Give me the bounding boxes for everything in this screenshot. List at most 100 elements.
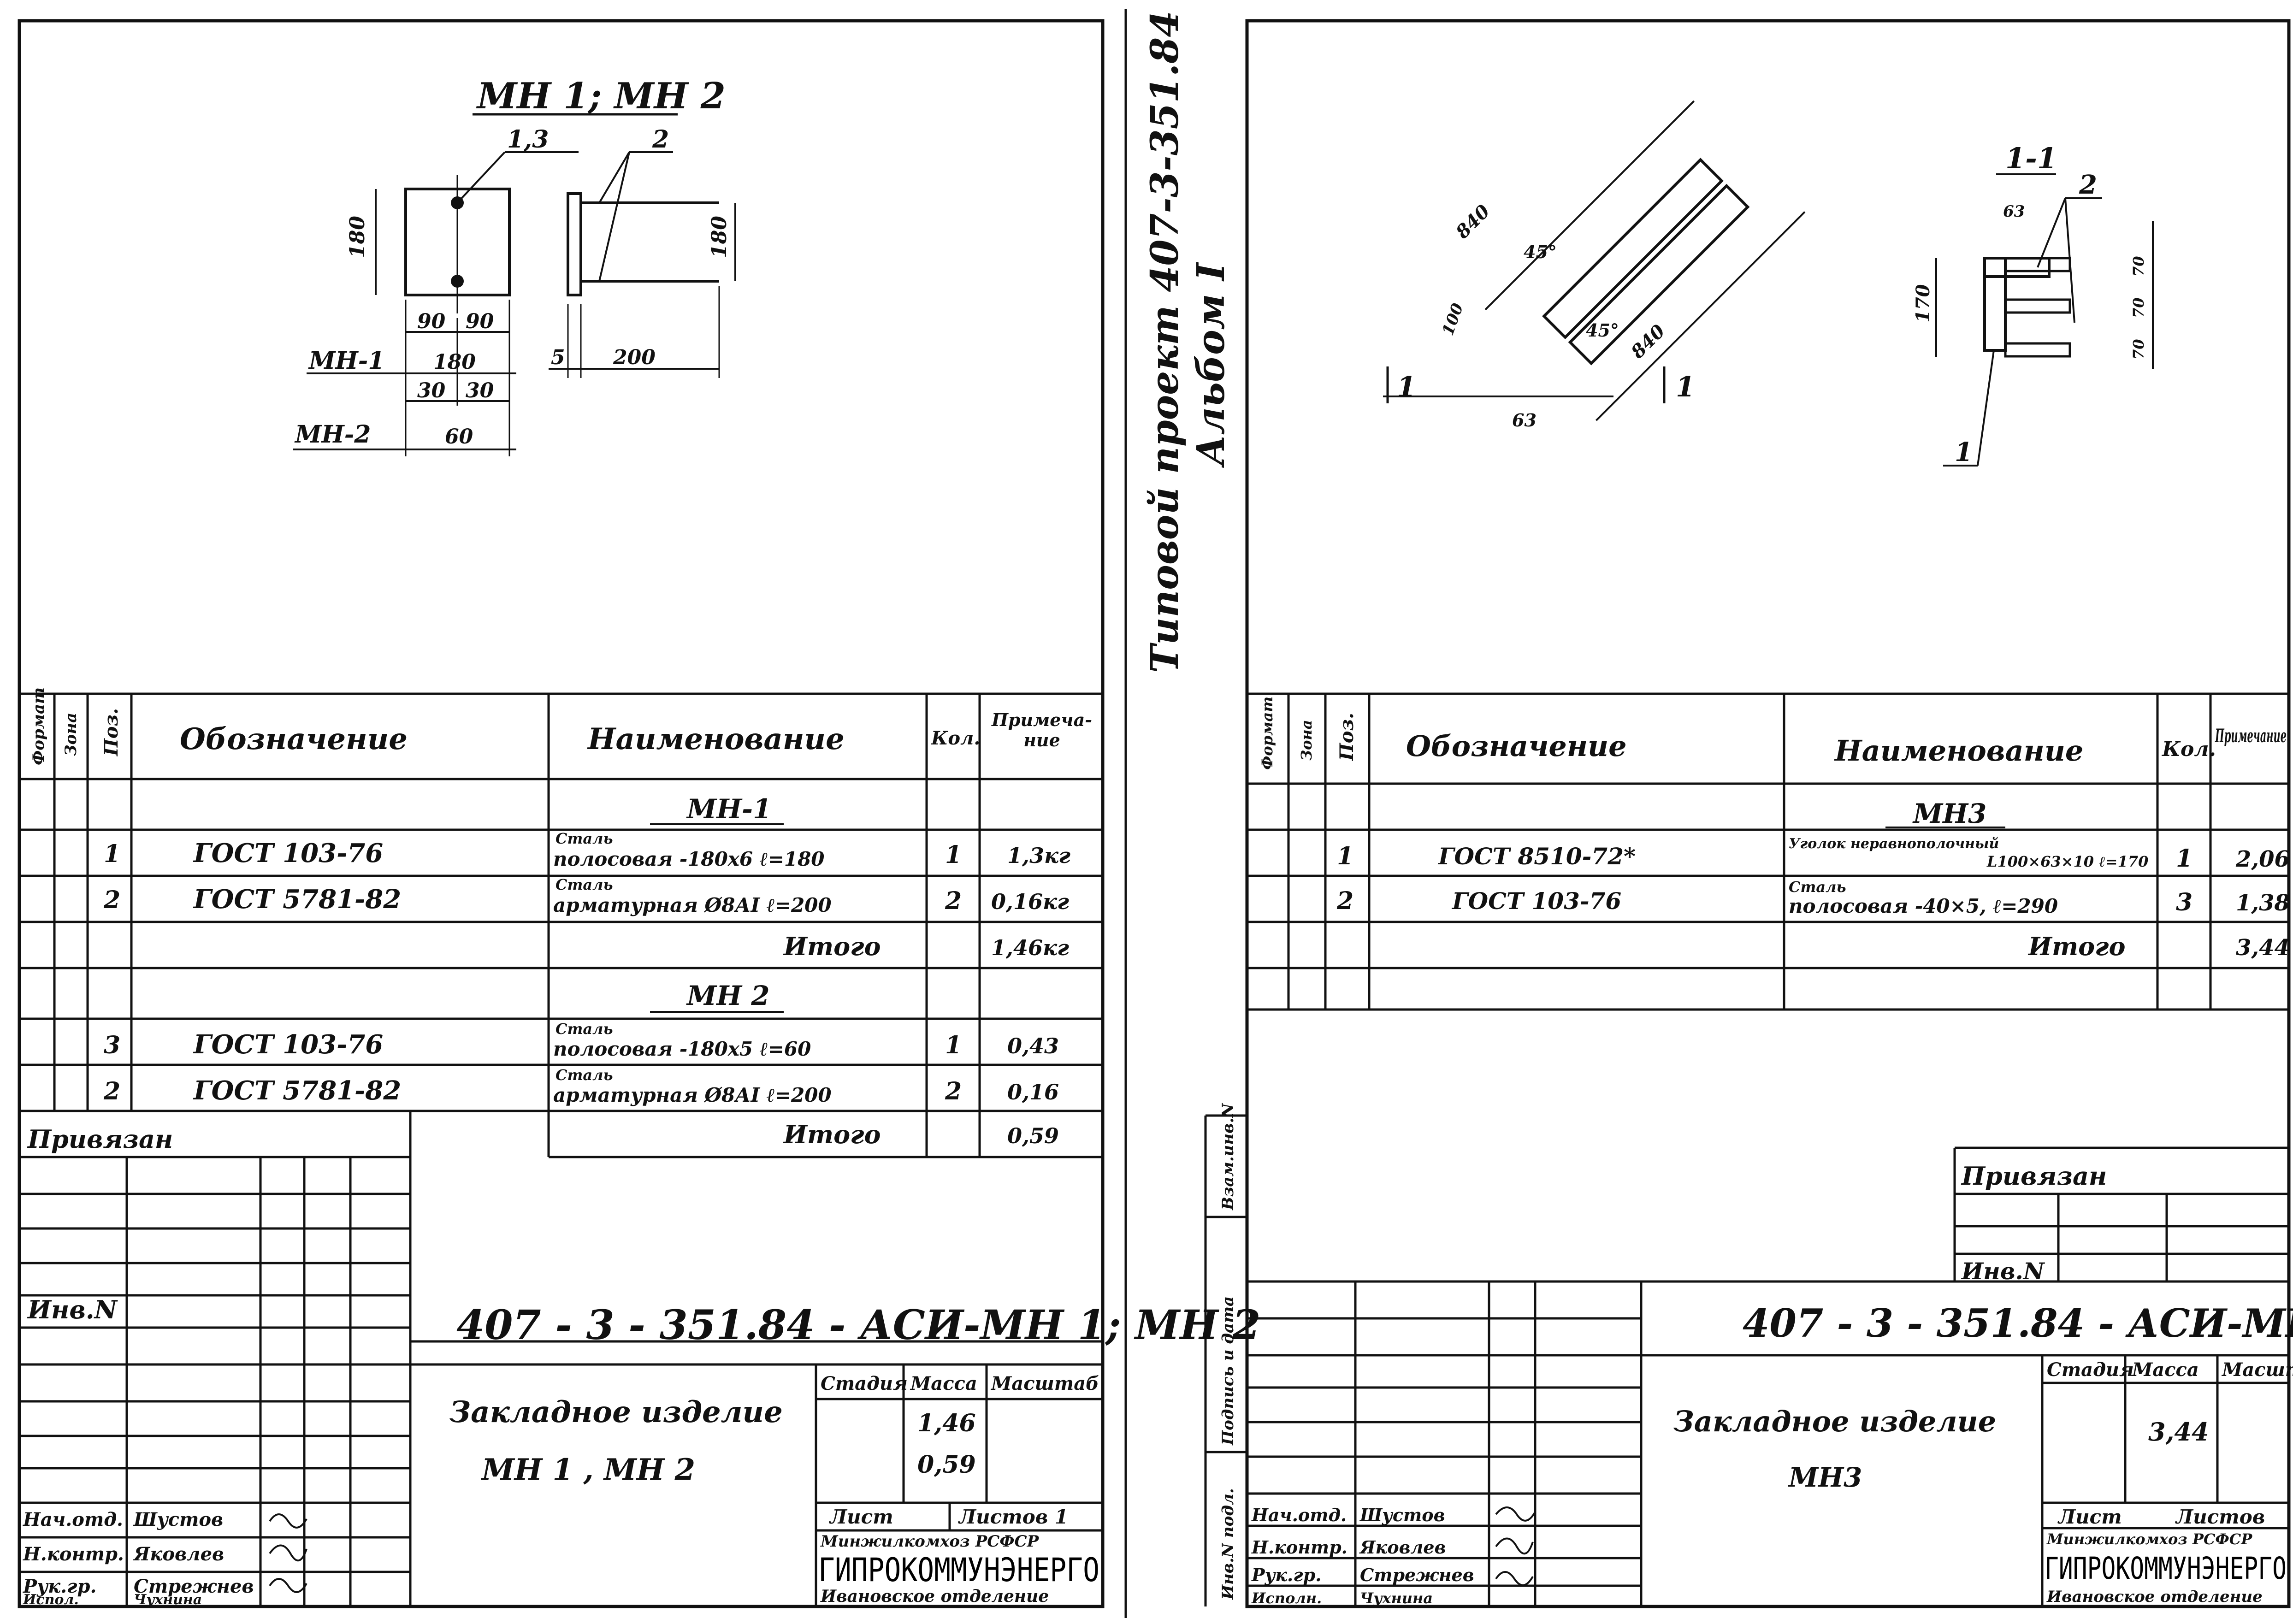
left-stamp-grid [19,1111,1103,1606]
pos-label-2: 2 [652,125,669,154]
total1-label: Итого [783,932,881,961]
left-listov: Листов 1 [958,1506,1068,1528]
hdr-designation: Обозначение [180,722,408,756]
hdr-qty: Кол. [931,727,980,749]
left-stadia: Стадия [821,1373,908,1394]
row2-designation: ГОСТ 5781-82 [193,884,401,915]
left-sig-role-3: Рук.гр. [23,1576,96,1597]
row1-name-top: Сталь [556,830,613,847]
row2-qty: 2 [945,887,962,915]
row1-note: 1,3кг [1007,843,1070,868]
right-sig-name-3: Стрежнев [1360,1565,1474,1585]
cut-mark-left: 1 [1397,371,1416,403]
right-spec-grid [1247,692,2289,1011]
row2-note: 0,16кг [991,889,1069,914]
section-mh2: МН 2 [686,980,770,1011]
right-sheet-frame [1245,19,2291,1608]
strip-podpis: Подпись и дата [1219,1296,1237,1446]
right-massa: Масса [2131,1359,2199,1381]
left-org-2: ГИПРОКОММУНЭНЕРГО [818,1551,1099,1589]
hdr-zone: Зона [62,713,80,756]
vertical-title-line1: Типовой проект 407-3-351.84 [1143,11,1187,673]
r-row1-note: 2,06 [2235,846,2290,872]
row3-note: 0,43 [1007,1033,1059,1058]
left-massa: Масса [910,1373,977,1394]
section-angle-vert [1983,257,2007,352]
section-strip-2 [2004,298,2071,314]
left-org-1: Минжилкомхоз РСФСР [820,1532,1040,1551]
right-spec-rows: МН3 1 ГОСТ 8510-72* Уголок неравнополочн… [1336,798,2290,961]
dim-63-top: 63 [2003,202,2025,221]
dim-angle-a: 45° [1524,242,1557,262]
right-sig-role-1: Нач.отд. [1251,1505,1347,1525]
r-row1-name: L100×63×10 ℓ=170 [1986,853,2148,870]
left-sig-name-3: Стрежнев [134,1576,254,1597]
right-drawing-code: 407 - 3 - 351.84 - АСИ-МН3 [1743,1300,2293,1346]
section-title: 1-1 [2005,142,2057,175]
r-row1-qty: 1 [2176,844,2193,873]
left-list: Лист [829,1506,893,1528]
left-sig-role-2: Н.контр. [23,1543,124,1565]
dim-mh1-half-a: 90 [417,310,446,333]
hdr-pos: Поз. [100,708,122,756]
row3-name-top: Сталь [556,1020,613,1038]
cut-mark-right: 1 [1676,371,1695,403]
right-drawing: 840 840 45° 45° 100 63 1 1 1-1 2 170 63 … [1383,100,2154,467]
left-sheet-frame [18,19,1105,1608]
dim-spacing-1: 70 [2130,256,2147,277]
row3-designation: ГОСТ 103-76 [193,1029,383,1060]
dim-170: 170 [1912,284,1934,323]
left-org-3: Ивановское отделение [820,1587,1049,1606]
right-side-strip [1204,1114,1247,1606]
left-title-line1: Закладное изделие [449,1395,783,1429]
r-hdr-pos: Поз. [1336,713,1358,761]
angle-flange-a [1542,158,1724,340]
dim-plate-height: 180 [346,216,369,258]
right-pos-label-2: 2 [2079,170,2097,200]
dim-mh2-half-b: 30 [466,379,494,402]
left-drawing: МН 1; МН 2 1,3 2 180 180 90 90 МН-1 180 … [293,75,736,456]
r-section-mh3: МН3 [1912,798,1986,829]
r-row1-pos: 1 [1337,842,1353,870]
r-hdr-name: Наименование [1834,734,2083,768]
left-spec-grid [19,692,1103,1158]
right-signatures-scribble [1495,1506,1536,1586]
left-mass-1: 1,46 [917,1409,976,1437]
right-sig-name-4: Чухнина [1360,1589,1433,1607]
r-hdr-qty: Кол. [2161,738,2216,761]
dim-mh2-half-a: 30 [417,379,446,402]
right-sig-name-2: Яковлев [1359,1537,1446,1558]
pos-label-1-3: 1,3 [507,125,549,154]
r-hdr-note: Примечание [2215,725,2287,747]
dim-mh1-total: 180 [433,350,476,374]
row1-pos: 1 [104,840,120,868]
left-sig-name-4: Чухнина [134,1592,202,1608]
dim-spacing-3: 70 [2130,339,2147,360]
vertical-title-line2: Альбом I [1189,262,1233,468]
row2-name-top: Сталь [556,876,613,893]
side-plate [567,192,582,296]
right-title-line1: Закладное изделие [1673,1405,1996,1438]
r-row2-name: полосовая -40×5, ℓ=290 [1789,895,2058,917]
r-row2-name-top: Сталь [1789,878,1846,896]
row3-pos: 3 [104,1031,120,1059]
row3-name: полосовая -180х5 ℓ=60 [553,1038,811,1060]
row4-qty: 2 [945,1077,962,1105]
right-privyazan: Привязан [1961,1161,2107,1191]
left-mass-2: 0,59 [917,1451,976,1479]
dim-840-b: 840 [1626,320,1669,363]
left-title-line2: МН 1 , МН 2 [481,1453,695,1487]
right-org-1: Минжилкомхоз РСФСР [2046,1530,2252,1548]
left-sig-role-4: Испол. [23,1592,79,1608]
left-spec-rows: МН-1 1 ГОСТ 103-76 Сталь полосовая -180х… [103,793,1070,1149]
r-total-value: 3,44 [2236,935,2290,961]
mh1-dim-label: МН-1 [308,347,384,375]
dim-100: 100 [1439,301,1467,338]
right-sig-name-1: Шустов [1359,1505,1445,1525]
dim-bar-offset: 5 [551,346,565,369]
left-spec-headers: Формат Зона Поз. Обозначение Наименовани… [30,687,1092,765]
total2-value: 0,59 [1007,1123,1059,1148]
row3-qty: 1 [945,1031,962,1059]
row1-name: полосовая -180х6 ℓ=180 [553,848,825,870]
left-sig-name-2: Яковлев [133,1543,224,1565]
